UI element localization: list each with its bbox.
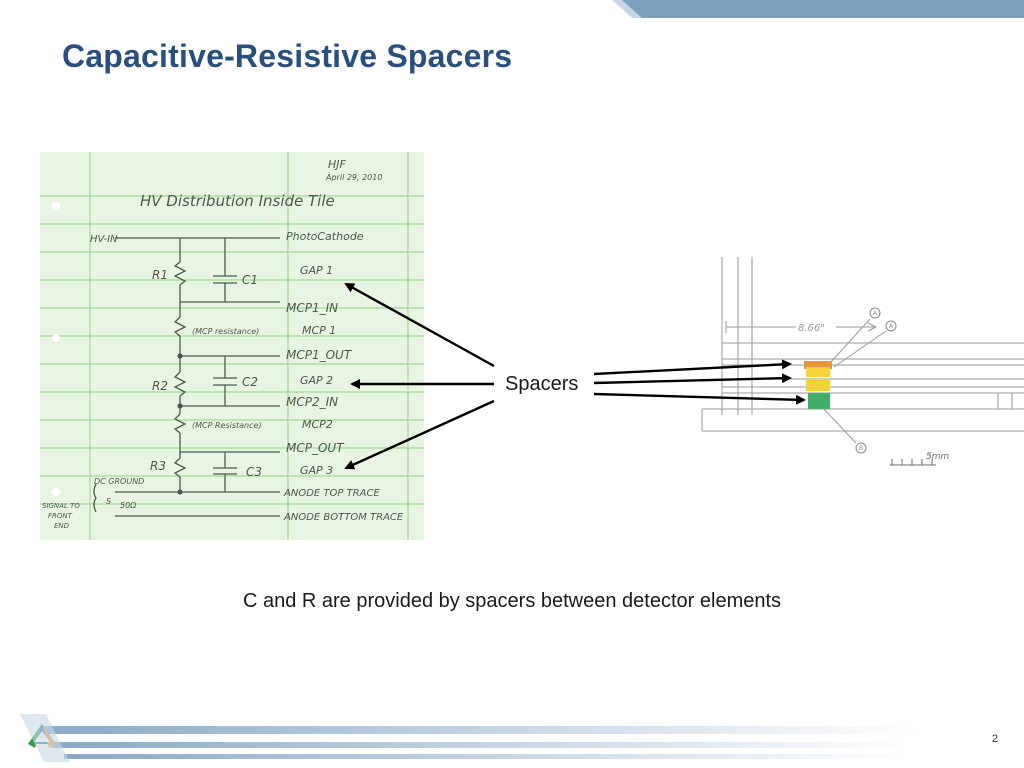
node-label-gap-2: GAP 2 — [300, 374, 333, 387]
node-label-gap-1: GAP 1 — [300, 264, 333, 277]
top-decorative-band — [612, 0, 1024, 18]
sketch-heading: HV Distribution Inside Tile — [140, 192, 335, 210]
slide-caption: C and R are provided by spacers between … — [242, 590, 782, 612]
dc-ground-label: DC GROUND — [94, 477, 144, 486]
page-number: 2 — [991, 733, 998, 745]
sketch-date: April 29, 2010 — [325, 173, 382, 182]
node-label-mcp-1: MCP 1 — [302, 324, 336, 337]
marker-a-1: A — [873, 310, 878, 317]
capacitor-label-c2: C2 — [242, 375, 258, 389]
resistor-label-r2: R2 — [152, 379, 168, 393]
resistor-label-r1: R1 — [152, 268, 168, 282]
node-label-mcp-out: MCP_OUT — [286, 441, 345, 455]
signal-label-line-2: FRONT — [48, 512, 73, 520]
logo-icon — [20, 714, 70, 762]
capacitor-label-c3: C3 — [246, 465, 262, 479]
sketch-author: HJF — [328, 158, 347, 171]
node-label-anode-top: ANODE TOP TRACE — [283, 488, 380, 499]
node-label-mcp2-in: MCP2_IN — [286, 395, 338, 409]
node-label-gap-3: GAP 3 — [300, 464, 333, 477]
signal-label-line-3: END — [54, 522, 70, 530]
footer-band — [20, 714, 920, 762]
hv-in-label: HV-IN — [90, 234, 118, 245]
spacers-callout: Spacers — [505, 373, 579, 395]
ohms-label: 50Ω — [120, 501, 137, 510]
dimension-label: 8.66" — [798, 323, 825, 334]
spacer-yellow-bottom — [806, 379, 830, 391]
node-label-mcp2: MCP2 — [302, 418, 333, 431]
scale-label: 5mm — [926, 452, 949, 462]
s-label: S — [106, 497, 111, 506]
mcp-resistance-label-2: (MCP Resistance) — [192, 421, 262, 430]
capacitor-label-c1: C1 — [242, 273, 258, 287]
node-label-photocathode: PhotoCathode — [286, 230, 364, 243]
mcp-resistance-label-1: (MCP resistance) — [192, 327, 259, 336]
marker-a-2: A — [889, 323, 894, 330]
cross-section-sketch: 8.66" A A B 5mm — [646, 255, 1024, 475]
spacer-yellow-top — [806, 367, 830, 377]
node-label-mcp1-in: MCP1_IN — [286, 301, 338, 315]
signal-label-line-1: SIGNAL TO — [42, 502, 80, 510]
spacer-orange — [804, 361, 832, 369]
resistor-label-r3: R3 — [150, 459, 166, 473]
slide-title: Capacitive-Resistive Spacers — [62, 38, 513, 74]
spacer-green — [808, 393, 830, 409]
circuit-sketch: HJF April 29, 2010 HV Distribution Insid… — [40, 152, 424, 540]
node-label-mcp1-out: MCP1_OUT — [286, 348, 353, 362]
marker-b: B — [859, 445, 863, 452]
node-label-anode-bottom: ANODE BOTTOM TRACE — [283, 512, 404, 523]
